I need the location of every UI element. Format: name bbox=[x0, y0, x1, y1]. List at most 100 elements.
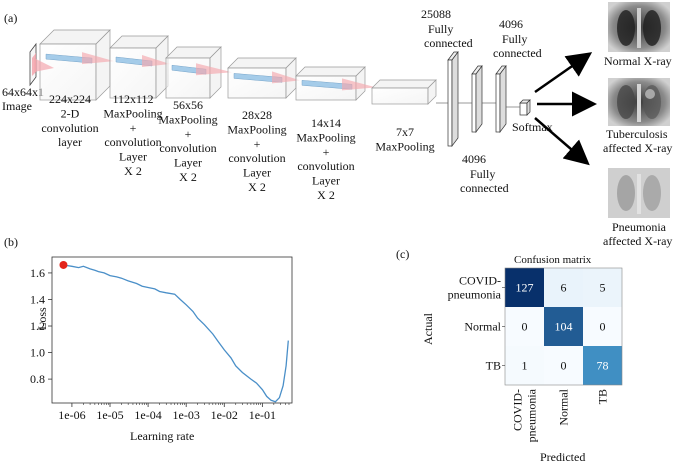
block-5-label-line2: MaxPooling bbox=[296, 130, 355, 144]
block-4-label-line6: X 2 bbox=[248, 180, 266, 194]
lr-start-marker bbox=[59, 260, 68, 269]
conv-block-group bbox=[34, 29, 437, 105]
block-4-label-line3: + bbox=[254, 137, 261, 151]
conv-cube-112 bbox=[109, 35, 170, 99]
cm-cell-2-1 bbox=[544, 346, 583, 385]
fc1-label-line1: 25088 bbox=[421, 7, 451, 21]
confusion-actual-label: Actual bbox=[421, 312, 435, 345]
lr-loss-curve-0 bbox=[63, 264, 289, 403]
fc2-label-line3: connected bbox=[460, 181, 509, 195]
fc-layer-2 bbox=[471, 64, 483, 134]
block-3-label-line5: Layer bbox=[174, 156, 202, 170]
xray-pneumonia-image bbox=[608, 168, 670, 218]
fc2-label-line2: Fully bbox=[470, 167, 495, 181]
fc1-label-line2: Fully bbox=[428, 22, 453, 36]
block-5-label-line5: Layer bbox=[312, 174, 340, 188]
block-2-label-line6: X 2 bbox=[124, 164, 142, 178]
block-6-label-line2: MaxPooling bbox=[375, 139, 434, 153]
cm-value-0-0: 127 bbox=[516, 281, 534, 295]
block-1-label-line4: layer bbox=[58, 135, 82, 149]
panel-a-label: (a) bbox=[4, 11, 17, 25]
panel-a: (a) 64x64x1 Image 224x2242-Dconvolutionl… bbox=[2, 2, 672, 248]
input-kernel-cone bbox=[34, 58, 54, 72]
block-6-label-line1: 7x7 bbox=[396, 125, 414, 139]
output-tuberculosis-label-line2: affected X-ray bbox=[603, 141, 672, 155]
block-4-label-line4: convolution bbox=[228, 151, 285, 165]
block-1-label-line1: 224x224 bbox=[49, 92, 91, 106]
arrow-to-pneumonia bbox=[534, 117, 590, 166]
lr-plot-frame bbox=[51, 256, 293, 404]
cm-cell-1-0 bbox=[505, 307, 544, 346]
block-5-label-line3: + bbox=[323, 145, 330, 159]
output-tuberculosis-label-line1: Tuberculosis bbox=[606, 127, 668, 141]
cm-cell-1-1 bbox=[544, 307, 583, 346]
lr-y-tick-label-3: 1.4 bbox=[30, 292, 45, 306]
cm-col-label-0-0: COVID- bbox=[511, 389, 525, 431]
cm-value-2-0: 1 bbox=[522, 359, 528, 373]
lr-x-tick-label-3: 1e-03 bbox=[173, 408, 200, 422]
lr-y-tick-label-1: 1.0 bbox=[30, 346, 45, 360]
block-2-label-line3: + bbox=[130, 121, 137, 135]
cm-row-label-2-0: TB bbox=[486, 359, 501, 373]
fc3-label-line1: 4096 bbox=[499, 17, 523, 31]
cm-value-0-2: 5 bbox=[600, 281, 606, 295]
cm-col-label-1-0: Normal bbox=[557, 388, 571, 425]
fc-layer-1 bbox=[447, 50, 459, 148]
cm-value-2-1: 0 bbox=[561, 359, 567, 373]
fc-layer-3 bbox=[495, 64, 507, 134]
block-2-label-line1: 112x112 bbox=[112, 92, 153, 106]
panel-c-label: (c) bbox=[396, 247, 409, 261]
lr-y-axis-label: Loss bbox=[35, 307, 49, 330]
block-labels: 224x2242-Dconvolutionlayer112x112MaxPool… bbox=[41, 92, 434, 202]
lr-x-tick-label-2: 1e-04 bbox=[134, 408, 161, 422]
block-5-label-line6: X 2 bbox=[317, 188, 335, 202]
output-pneumonia-label-line1: Pneumonia bbox=[612, 220, 667, 234]
conv-cube-14 bbox=[295, 66, 376, 101]
fc1-label-line3: connected bbox=[424, 36, 473, 50]
cm-row-label-0-0: COVID- bbox=[459, 274, 501, 288]
lr-y-tick-label-0: 0.8 bbox=[30, 372, 45, 386]
block-3-label-line4: convolution bbox=[159, 141, 216, 155]
cm-value-2-2: 78 bbox=[597, 359, 609, 373]
block-3-label-line3: + bbox=[185, 127, 192, 141]
cm-value-0-1: 6 bbox=[561, 281, 567, 295]
block-3-label-line1: 56x56 bbox=[173, 98, 203, 112]
conv-cube-224 bbox=[39, 29, 114, 101]
panel-b-label: (b) bbox=[4, 235, 18, 249]
input-label-line2: Image bbox=[2, 99, 32, 113]
block-3-label-line6: X 2 bbox=[179, 170, 197, 184]
cm-cell-1-2 bbox=[583, 307, 622, 346]
lr-y-tick-label-4: 1.6 bbox=[30, 266, 45, 280]
block-4-label-line2: MaxPooling bbox=[227, 122, 286, 136]
block-2-label-line5: Layer bbox=[119, 150, 147, 164]
xray-tuberculosis-image bbox=[608, 78, 670, 126]
conv-cube-28 bbox=[227, 57, 300, 99]
lr-x-axis-label: Learning rate bbox=[130, 429, 194, 443]
conv-cube-7 bbox=[371, 79, 437, 105]
fc3-label-line2: Fully bbox=[502, 32, 527, 46]
block-5-label-line1: 14x14 bbox=[311, 116, 341, 130]
output-normal-label: Normal X-ray bbox=[604, 54, 672, 68]
block-1-label-line2: 2-D bbox=[61, 106, 80, 120]
cm-cell-0-1 bbox=[544, 268, 583, 307]
cm-cell-0-0 bbox=[505, 268, 544, 307]
fc3-label-line3: connected bbox=[493, 46, 542, 60]
block-5-label-line4: convolution bbox=[297, 159, 354, 173]
lr-y-tick-label-2: 1.2 bbox=[30, 319, 45, 333]
cm-value-1-2: 0 bbox=[600, 320, 606, 334]
block-2-label-line2: MaxPooling bbox=[103, 106, 162, 120]
cm-cell-2-0 bbox=[505, 346, 544, 385]
cm-value-1-0: 0 bbox=[522, 320, 528, 334]
block-4-label-line5: Layer bbox=[243, 166, 271, 180]
arrow-to-normal bbox=[534, 52, 593, 94]
lr-x-tick-label-0: 1e-06 bbox=[58, 408, 85, 422]
lr-x-tick-label-1: 1e-05 bbox=[96, 408, 123, 422]
conv-cube-56 bbox=[165, 46, 232, 99]
confusion-title: Confusion matrix bbox=[514, 254, 592, 266]
